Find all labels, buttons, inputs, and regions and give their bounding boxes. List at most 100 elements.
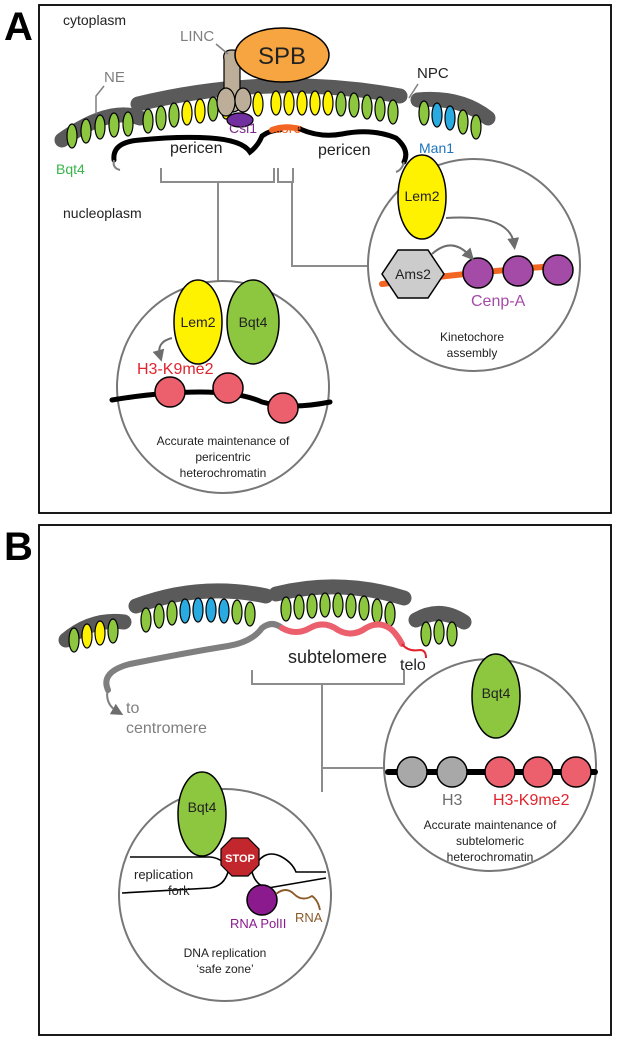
kinetochore-inset: Lem2 Ams2 Cenp-A Kinetochore assembly <box>367 154 581 372</box>
h3-label: H3 <box>442 792 463 809</box>
inm-protein-oval <box>244 601 256 627</box>
inm-protein-oval <box>371 598 383 624</box>
subtelomere-chromatin <box>279 621 405 647</box>
inm-protein-oval <box>384 601 396 627</box>
linc-label: LINC <box>180 28 214 45</box>
inm-protein-oval <box>420 621 432 647</box>
inm-protein-oval <box>361 94 373 120</box>
inm-protein-oval <box>140 607 152 633</box>
man1-protein-oval <box>192 597 204 623</box>
npc-label: NPC <box>417 65 449 82</box>
h3-nucleosome <box>396 756 428 788</box>
h3k9me2-label: H3-K9me2 <box>137 361 214 378</box>
kinetochore-caption-line1: Kinetochore <box>440 330 504 344</box>
subtelomeric-caption-line2: subtelomeric <box>456 834 524 848</box>
bqt4-label-a: Bqt4 <box>56 161 85 177</box>
inm-protein-oval <box>153 603 165 629</box>
telomere-chromatin <box>401 643 427 659</box>
inm-protein-oval <box>166 600 178 626</box>
man1-protein-oval <box>444 105 456 131</box>
lem2-protein <box>397 154 447 240</box>
h3k9me2-nucleosome <box>154 376 186 408</box>
bqt4-label: Bqt4 <box>188 799 217 815</box>
pericentric-chromatin-right <box>297 126 409 165</box>
h3k9me2-label: H3-K9me2 <box>493 792 570 809</box>
lem2-protein-oval <box>94 620 106 646</box>
spb-label: SPB <box>258 43 306 70</box>
chromatin-to-centromere <box>103 621 285 693</box>
bqt4-protein <box>226 279 280 365</box>
pericentric-caption-line3: heterochromatin <box>180 466 267 480</box>
subtelomeric-caption-line3: heterochromatin <box>447 850 534 864</box>
replication-caption-line1: DNA replication <box>184 946 267 960</box>
nuclear-envelope-main <box>130 78 408 112</box>
lem2-protein-oval <box>181 100 193 126</box>
chromatin-tail-left <box>112 159 121 171</box>
pericentric-caption-line1: Accurate maintenance of <box>157 434 290 448</box>
inm-protein-oval <box>68 627 80 653</box>
core-label: core <box>274 120 301 136</box>
lem2-protein-oval <box>309 90 321 116</box>
bqt4-protein-oval <box>122 111 134 137</box>
lem2-protein-oval <box>194 98 206 124</box>
kinetochore-caption-line2: assembly <box>447 346 498 360</box>
stop-sign <box>220 837 260 877</box>
centromere-label: centromere <box>126 720 207 737</box>
inm-protein-oval <box>446 621 458 647</box>
inm-protein-oval <box>457 109 469 135</box>
membrane-proteins-b <box>68 592 458 653</box>
h3k9me2-nucleosome <box>212 372 244 404</box>
inm-protein-oval <box>418 100 430 126</box>
ne-label: NE <box>104 69 125 86</box>
lem2-arrow <box>445 216 520 250</box>
bqt4-protein <box>177 771 227 857</box>
h3-nucleosome <box>436 756 468 788</box>
inm-protein-oval <box>293 594 305 620</box>
h3k9me2-nucleosome <box>267 392 299 424</box>
inm-protein-oval <box>142 108 154 134</box>
replication-inset: Bqt4 STOP replication fork RNA PolII RNA… <box>118 771 332 1002</box>
bqt4-label: Bqt4 <box>482 685 511 701</box>
inm-protein-oval <box>319 592 331 618</box>
ams2-arrow <box>431 244 475 261</box>
stop-label: STOP <box>225 853 255 865</box>
nuclear-envelope-main-left <box>128 583 274 614</box>
cenpa-label: Cenp-A <box>471 293 526 310</box>
nuclear-envelope-main-right <box>268 579 412 606</box>
linc-sun-domain <box>234 87 252 113</box>
ne-leader <box>95 85 105 114</box>
man1-label: Man1 <box>419 140 454 156</box>
core-connector <box>291 182 386 267</box>
bqt4-protein <box>471 653 521 739</box>
lem2-protein-oval <box>270 90 282 116</box>
cenpa-nucleosome <box>462 257 494 289</box>
pericentric-inset: Lem2 Bqt4 H3-K9me2 Accurate maintenance … <box>109 279 333 494</box>
subtelomeric-inset: Bqt4 H3 H3-K9me2 Accurate maintenance of… <box>383 653 598 872</box>
lem2-protein-oval <box>296 90 308 116</box>
man1-protein-oval <box>431 102 443 128</box>
bqt4-protein-oval <box>108 112 120 138</box>
inm-protein-oval <box>470 114 482 140</box>
replication-inset-circle <box>118 788 332 1002</box>
linc-sun-domain <box>216 87 236 117</box>
rna-transcript <box>275 889 321 911</box>
lem2-label: Lem2 <box>180 314 215 330</box>
inm-protein-oval <box>168 102 180 128</box>
replication-caption-line2: ‘safe zone’ <box>196 962 253 976</box>
bqt4-protein-oval <box>66 123 78 149</box>
rna-polii <box>246 884 278 916</box>
inm-protein-oval <box>335 91 347 117</box>
linc-leader <box>215 43 229 55</box>
subtelomeric-caption-line1: Accurate maintenance of <box>424 818 557 832</box>
bqt4-protein-oval <box>94 114 106 140</box>
replication-fork-label-line1: replication <box>134 867 193 882</box>
man1-protein-oval <box>179 598 191 624</box>
panel-b: B <box>4 524 612 1036</box>
panel-b-letter: B <box>4 525 33 569</box>
inm-protein-oval <box>433 619 445 645</box>
pericen-bracket <box>160 168 275 183</box>
subtelomere-bracket <box>251 670 405 685</box>
pericentric-caption-line2: pericentric <box>195 450 250 464</box>
man1-protein-oval <box>218 598 230 624</box>
ams2-label: Ams2 <box>395 266 431 282</box>
